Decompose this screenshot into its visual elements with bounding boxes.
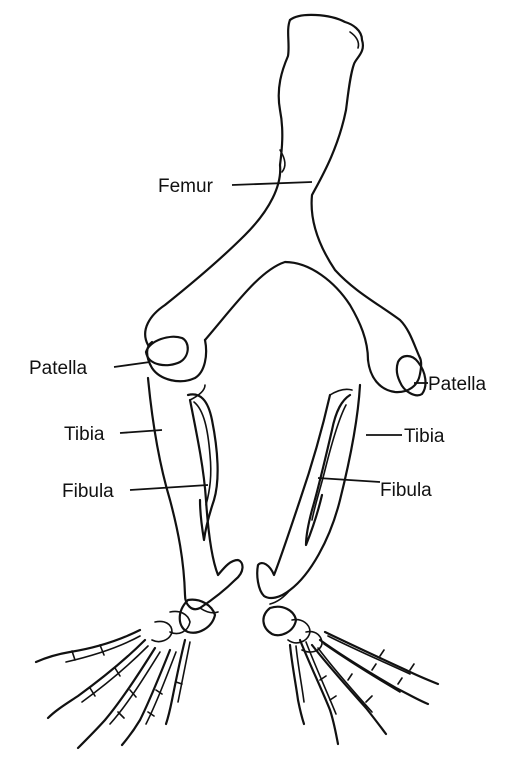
patella-left-leader-line	[114, 362, 150, 367]
foot-right-bones	[263, 607, 438, 744]
patella-left-label: Patella	[29, 358, 88, 379]
tibia-left-bone	[148, 378, 243, 613]
fibula-left-label: Fibula	[62, 481, 114, 502]
label-leaders	[114, 182, 428, 490]
tibia-right-bone	[257, 385, 360, 604]
patella-right-label: Patella	[428, 374, 487, 395]
fibula-right-bone	[306, 395, 350, 545]
tibia-left-label: Tibia	[64, 424, 105, 445]
fibula-right-label: Fibula	[380, 480, 432, 501]
femur-label: Femur	[158, 176, 214, 197]
femur-bone	[145, 15, 421, 392]
foot-left-bones	[36, 600, 215, 748]
femur-leader-line	[232, 182, 312, 185]
fibula-left-leader-line	[130, 485, 208, 490]
fibula-right-leader-line	[318, 478, 380, 482]
tibia-right-label: Tibia	[404, 426, 445, 447]
